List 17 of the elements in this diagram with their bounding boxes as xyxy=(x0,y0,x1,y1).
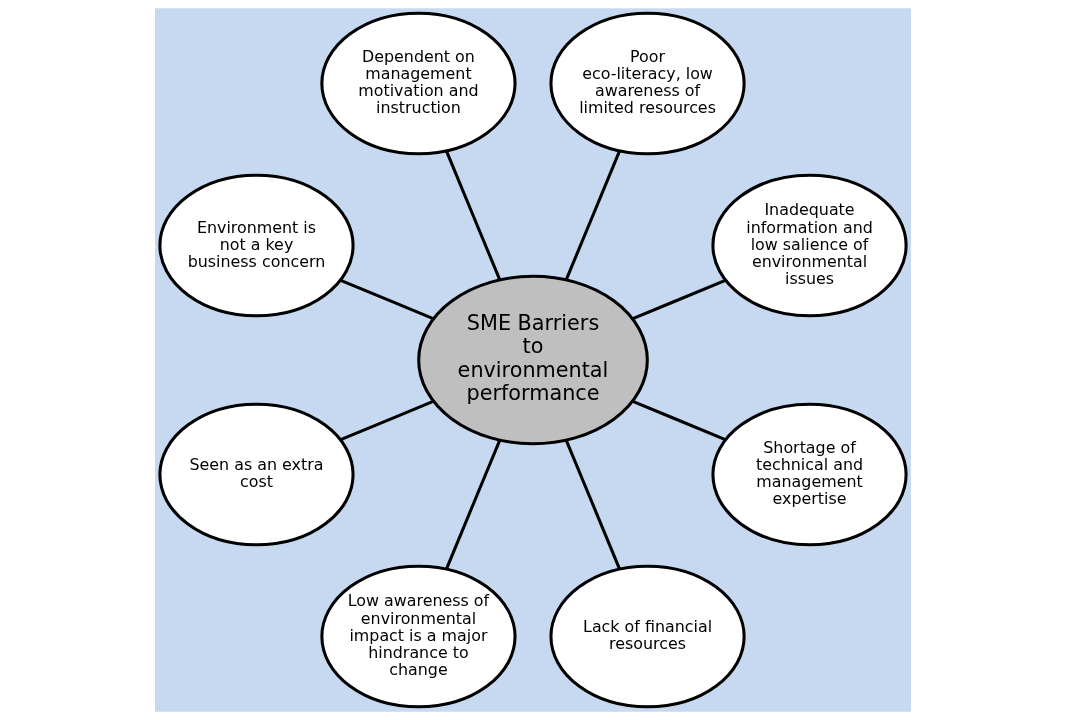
node-ellipse: Seen as an extra cost xyxy=(158,402,355,547)
connector xyxy=(632,278,726,321)
node-ellipse: Environment is not a key business concern xyxy=(158,173,355,318)
connector xyxy=(445,439,502,570)
node-ellipse: Inadequate information and low salience of environmental issues xyxy=(711,173,908,318)
node-ellipse: SME Barriers to environmental performance xyxy=(417,274,649,446)
connector xyxy=(445,150,502,281)
node-ellipse: Shortage of technical and management expertise xyxy=(711,402,908,547)
connector xyxy=(340,399,434,442)
node-ellipse: Low awareness of environmental impact is a major hindrance to change xyxy=(320,564,517,709)
connector xyxy=(564,150,621,281)
node-ellipse: Lack of financial resources xyxy=(549,564,746,709)
connector xyxy=(632,399,726,442)
node-ellipse: Poor eco-literacy, low awareness of limited resources xyxy=(549,11,746,156)
connector xyxy=(340,278,434,321)
connector xyxy=(564,439,621,570)
node-ellipse: Dependent on management motivation and instruction xyxy=(320,11,517,156)
